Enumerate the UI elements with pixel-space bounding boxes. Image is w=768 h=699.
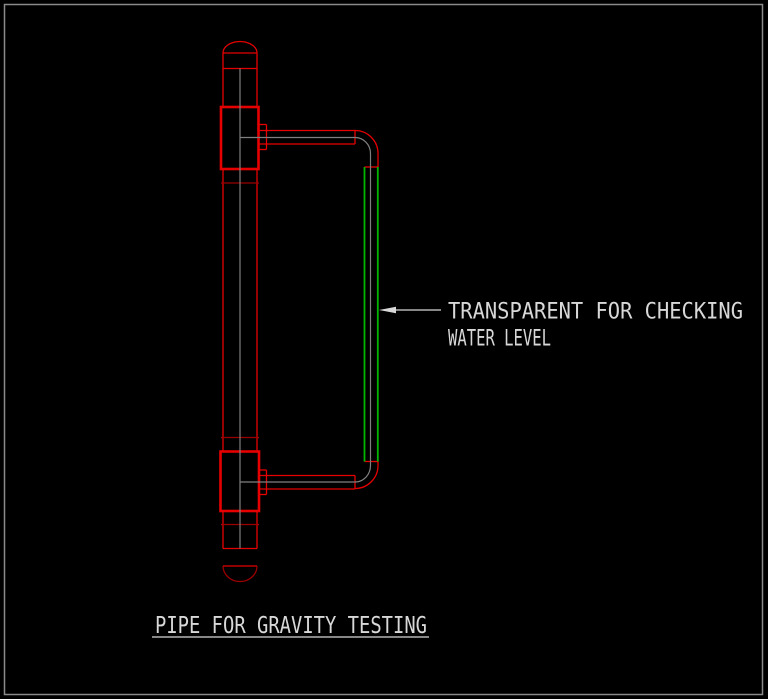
annotation-line1: TRANSPARENT FOR CHECKING (448, 300, 743, 325)
centerlines (239, 68, 372, 549)
pipe-top-cap-dome (222, 40, 258, 54)
bottom-elbow (354, 465, 379, 490)
transparent-section (363, 167, 379, 462)
pipe-bottom-cap-dome (222, 565, 258, 583)
top-elbow (354, 129, 379, 154)
pipe-outline (219, 40, 379, 583)
drawing-title: PIPE FOR GRAVITY TESTING (155, 613, 427, 639)
loop-centerline (240, 136, 372, 483)
drawing-frame-border (3, 3, 764, 696)
drawing-title-group: PIPE FOR GRAVITY TESTING (152, 613, 429, 639)
leader-arrowhead-icon (379, 306, 396, 314)
leader-annotation: TRANSPARENT FOR CHECKING WATER LEVEL (379, 300, 743, 352)
annotation-line2: WATER LEVEL (448, 327, 551, 352)
